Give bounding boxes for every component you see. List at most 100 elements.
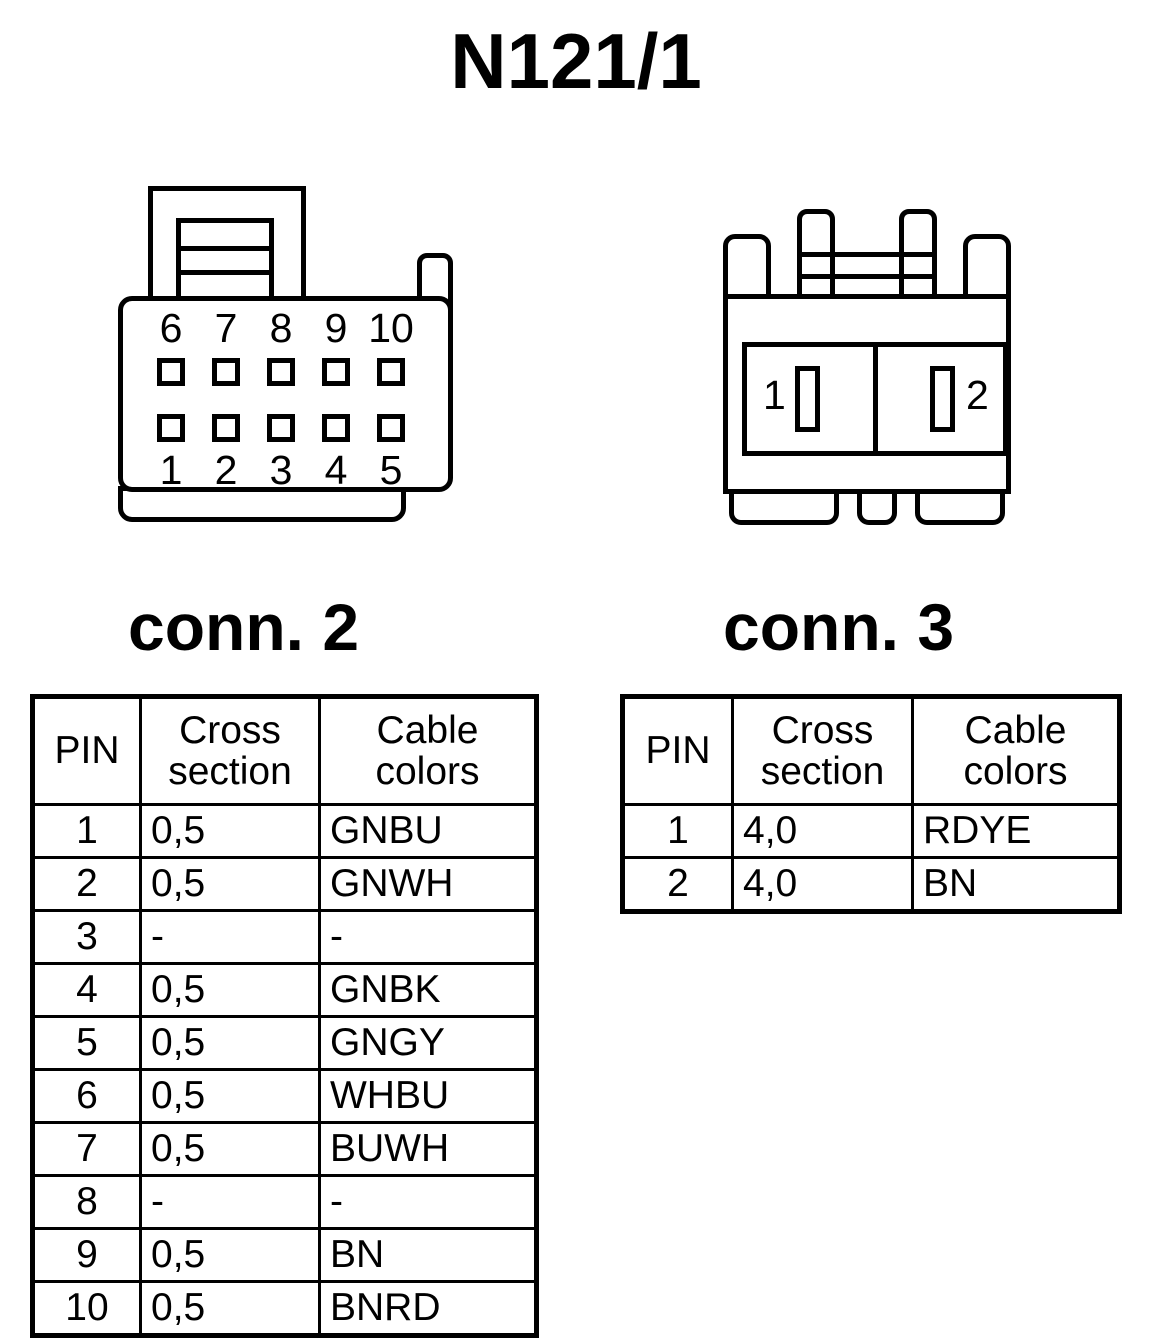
cell-cross-section: 0,5 [139, 962, 321, 1018]
cell-cable-colors: RDYE [911, 803, 1121, 859]
cell-cable-colors: GNGY [318, 1015, 538, 1071]
conn3-pin-label-2: 2 [966, 372, 989, 418]
cell-cable-colors: - [318, 1174, 538, 1230]
page-title: N121/1 [450, 17, 702, 105]
header-cross-section-line1: Cross [771, 708, 874, 752]
conn2-pin-cavity-1 [157, 414, 185, 442]
cell-cross-section: 0,5 [139, 803, 321, 859]
header-cable-colors-line1: Cable [376, 708, 479, 752]
conn3-top-post-right [963, 234, 1011, 300]
table-header-row: PIN Cross section Cable colors [621, 695, 1121, 806]
cell-cross-section: 0,5 [139, 1121, 321, 1177]
conn3-latch-inner-top [802, 274, 932, 279]
cell-pin: 10 [31, 1280, 142, 1337]
cell-cross-section: - [139, 909, 321, 965]
conn3-cavity-divider [873, 342, 878, 456]
conn2-pin-cavity-7 [212, 358, 240, 386]
cell-pin: 4 [31, 962, 142, 1018]
table-header-row: PIN Cross section Cable colors [31, 695, 538, 806]
conn3-pin-cavity-2 [930, 366, 955, 432]
cell-pin: 1 [621, 803, 734, 859]
caption-conn3: conn. 3 [723, 590, 955, 664]
header-cross-section-line2: section [760, 750, 885, 793]
cell-cable-colors: GNBU [318, 803, 538, 859]
conn3-latch-prong-right [899, 209, 937, 305]
conn2-pin-label-4: 4 [324, 447, 348, 493]
header-cable-colors-line1: Cable [964, 708, 1067, 752]
cell-cable-colors: BN [318, 1227, 538, 1283]
cell-pin: 9 [31, 1227, 142, 1283]
cell-pin: 7 [31, 1121, 142, 1177]
cell-pin: 1 [31, 803, 142, 859]
conn3-pin-cavity-1 [795, 366, 820, 432]
conn2-pin-cavity-2 [212, 414, 240, 442]
cell-cross-section: 0,5 [139, 1068, 321, 1124]
cell-cross-section: 0,5 [139, 1227, 321, 1283]
cell-cross-section: - [139, 1174, 321, 1230]
cell-cable-colors: BNRD [318, 1280, 538, 1337]
conn2-latch-rib-2 [176, 270, 274, 275]
conn2-pin-cavity-5 [377, 414, 405, 442]
cell-pin: 2 [621, 856, 734, 913]
conn2-pin-cavity-10 [377, 358, 405, 386]
conn2-pin-label-10: 10 [368, 305, 414, 351]
conn2-pin-cavity-3 [267, 414, 295, 442]
header-cross-section-line2: section [168, 750, 292, 793]
conn2-pin-label-7: 7 [214, 305, 238, 351]
conn2-pin-cavity-4 [322, 414, 350, 442]
cell-cable-colors: BUWH [318, 1121, 538, 1177]
cell-cross-section: 0,5 [139, 856, 321, 912]
conn2-pin-label-1: 1 [159, 447, 183, 493]
cell-cable-colors: GNWH [318, 856, 538, 912]
conn2-pin-cavity-9 [322, 358, 350, 386]
cell-pin: 5 [31, 1015, 142, 1071]
conn2-pin-label-2: 2 [214, 447, 238, 493]
conn2-pin-cavity-8 [267, 358, 295, 386]
header-cable-colors-line2: colors [963, 750, 1068, 793]
header-cable-colors: Cable colors [911, 695, 1121, 806]
header-pin: PIN [31, 695, 142, 806]
cell-cable-colors: BN [911, 856, 1121, 913]
caption-conn2: conn. 2 [128, 590, 360, 664]
cell-cross-section: 4,0 [731, 856, 914, 913]
cell-pin: 8 [31, 1174, 142, 1230]
conn2-pin-label-8: 8 [269, 305, 293, 351]
header-cross-section: Cross section [731, 695, 914, 806]
conn3-pin-label-1: 1 [763, 372, 786, 418]
conn2-pin-label-5: 5 [379, 447, 403, 493]
header-cable-colors-line2: colors [375, 750, 480, 793]
cell-cable-colors: WHBU [318, 1068, 538, 1124]
header-pin: PIN [621, 695, 734, 806]
conn2-latch-rib-1 [176, 246, 274, 251]
conn3-latch-crossbar [797, 252, 937, 257]
header-cross-section-line1: Cross [179, 708, 281, 752]
cell-cross-section: 0,5 [139, 1015, 321, 1071]
conn2-housing-body [118, 296, 453, 492]
header-cable-colors: Cable colors [318, 695, 538, 806]
cell-pin: 6 [31, 1068, 142, 1124]
conn2-pin-cavity-6 [157, 358, 185, 386]
conn2-pin-label-6: 6 [159, 305, 183, 351]
cell-pin: 3 [31, 909, 142, 965]
conn2-pin-label-3: 3 [269, 447, 293, 493]
connector-diagram-conn3: 1 2 [0, 0, 1152, 560]
cell-pin: 2 [31, 856, 142, 912]
cell-cable-colors: GNBK [318, 962, 538, 1018]
table-row: 3-- [31, 909, 538, 965]
connector-diagram-conn2: 6 7 8 9 10 1 2 3 4 5 [0, 0, 560, 560]
cell-cable-colors: - [318, 909, 538, 965]
table-row: 8-- [31, 1174, 538, 1230]
conn3-top-post-left [723, 234, 771, 300]
